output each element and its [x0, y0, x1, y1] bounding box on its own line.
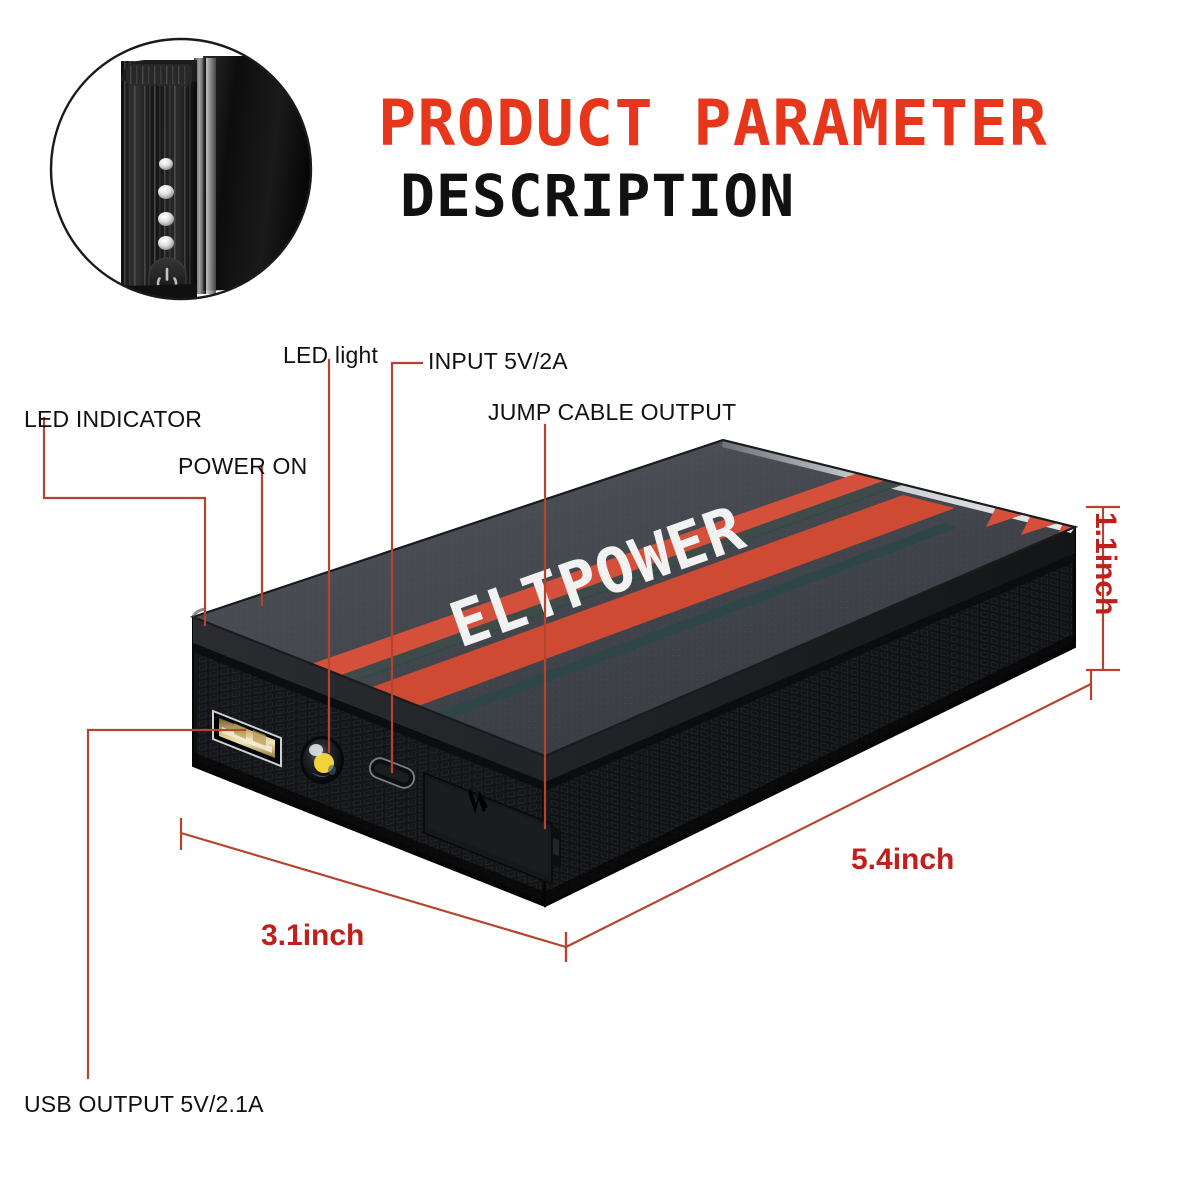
- inset-content: [51, 39, 311, 299]
- dimension-label-length: 5.4inch: [851, 843, 955, 876]
- led-indicator-dots: [158, 158, 174, 250]
- inset-svg: [49, 37, 313, 301]
- callout-led-indicator: LED INDICATOR: [24, 406, 203, 432]
- dimension-label-width: 3.1inch: [261, 919, 365, 952]
- lid-gloss-rim: [722, 440, 1075, 533]
- callout-input: INPUT 5V/2A: [428, 348, 568, 374]
- device-body-mass: [203, 56, 311, 291]
- side-closeup-inset: [48, 36, 314, 302]
- led-light[interactable]: [300, 736, 344, 784]
- page-subtitle: DESCRIPTION: [400, 162, 796, 230]
- lightning-bolt-icon: [468, 789, 488, 814]
- callout-usb-output: USB OUTPUT 5V/2.1A: [24, 1091, 264, 1117]
- brand-accent-teal: [316, 480, 902, 690]
- rib-lines: [124, 61, 191, 294]
- callout-led-light: LED light: [283, 342, 379, 368]
- brand-band-primary: [300, 468, 915, 684]
- gloss-strip: [194, 58, 216, 294]
- inset-ring: [49, 37, 313, 301]
- callout-jump-cable: JUMP CABLE OUTPUT: [488, 399, 737, 425]
- page-title: PRODUCT PARAMETER: [378, 87, 1049, 160]
- callout-power-on: POWER ON: [178, 453, 308, 479]
- brand-band-secondary: [331, 495, 955, 719]
- dimension-label-height: 1.1inch: [1089, 512, 1122, 616]
- page-title-block: PRODUCT PARAMETER DESCRIPTION: [378, 92, 1168, 225]
